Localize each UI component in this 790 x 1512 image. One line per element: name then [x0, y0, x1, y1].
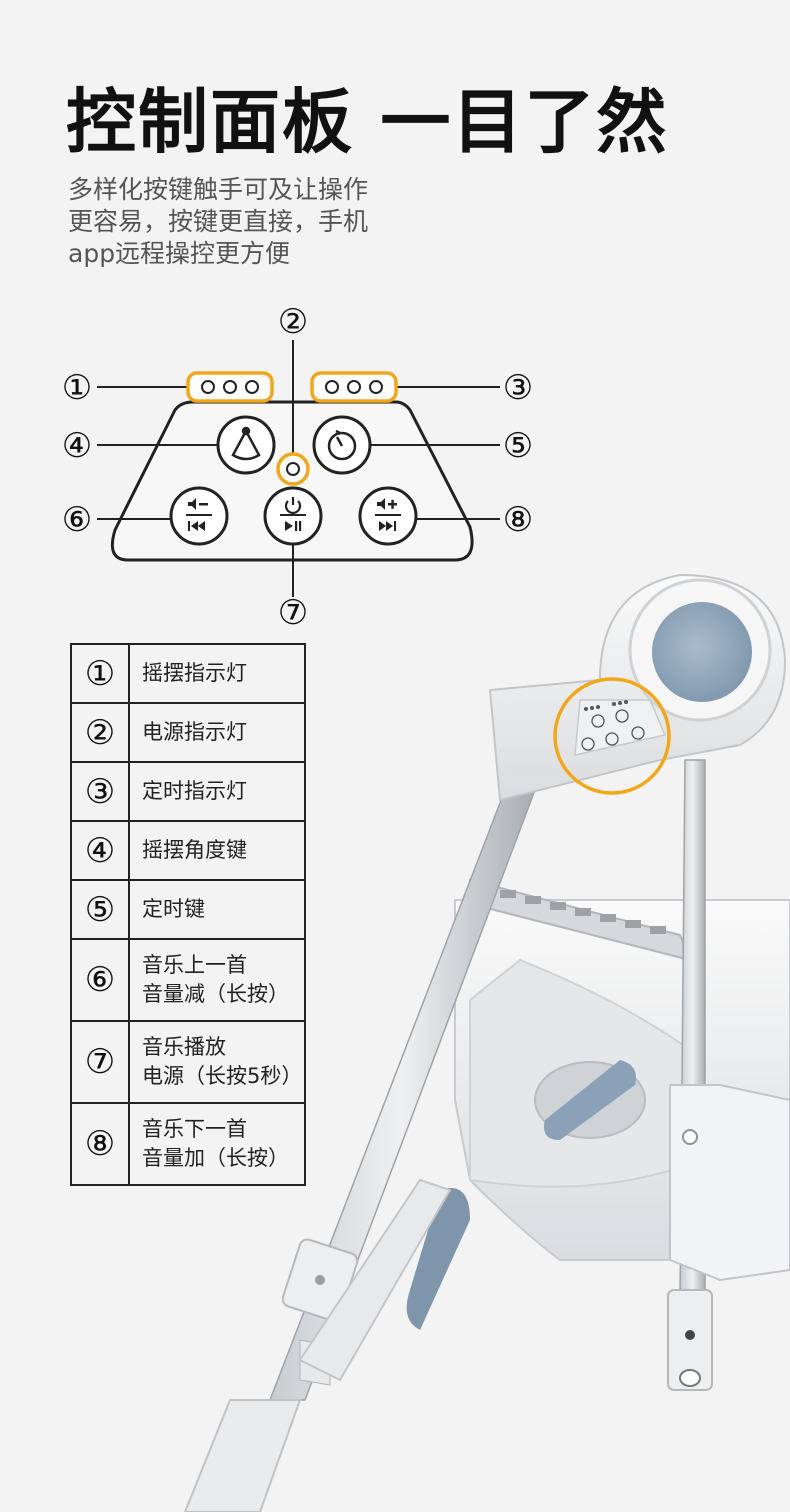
callout-6: ⑥: [62, 500, 92, 540]
panel-face: [574, 699, 667, 756]
power-indicator-light: [286, 462, 300, 476]
legend-number: ⑤: [70, 879, 130, 940]
legend-number: ②: [70, 702, 130, 763]
blue-trim: [544, 1060, 636, 1140]
legend-number: ⑦: [70, 1020, 130, 1104]
legend-number: ③: [70, 761, 130, 822]
rear-bracket: [669, 1084, 790, 1282]
callout-5: ⑤: [503, 426, 533, 466]
callout-3: ③: [503, 368, 533, 408]
legend-number: ④: [70, 820, 130, 881]
callout-1: ①: [62, 368, 92, 408]
timer-icon: [327, 429, 357, 461]
timer-button[interactable]: [312, 415, 372, 475]
blue-cushion-lower: [406, 1188, 470, 1330]
callout-7: ⑦: [278, 593, 308, 633]
swing-angle-button[interactable]: [216, 415, 276, 475]
swing-indicator-light: [245, 380, 259, 394]
subtitle-line: 更容易，按键更直接，手机: [68, 207, 369, 236]
motor-knob: [652, 602, 752, 702]
power-indicator-highlight: [276, 452, 310, 486]
volume-up-next-icon: [375, 498, 401, 531]
power-play-pause-icon: [280, 497, 306, 531]
swing-indicator-light: [201, 380, 215, 394]
subtitle: 多样化按键触手可及让操作 更容易，按键更直接，手机 app远程操控更方便: [68, 174, 408, 270]
swing-indicator-light: [223, 380, 237, 394]
legend-label: 定时键: [128, 879, 306, 940]
legend-row: ③ 定时指示灯: [70, 761, 306, 822]
legend-table: ① 摇摆指示灯 ② 电源指示灯 ③ 定时指示灯 ④ 摇摆角度键 ⑤ 定时键 ⑥ …: [70, 643, 306, 1186]
subtitle-line: app远程操控更方便: [68, 239, 291, 268]
legend-row: ⑧ 音乐下一首音量加（长按）: [70, 1102, 306, 1186]
volume-up-next-button[interactable]: [358, 486, 418, 546]
panel-highlight-circle: [553, 677, 671, 795]
swing-angle-icon: [231, 426, 261, 461]
legend-label: 音乐播放电源（长按5秒）: [128, 1020, 306, 1104]
legend-row: ④ 摇摆角度键: [70, 820, 306, 881]
timer-indicator-light: [347, 380, 361, 394]
legend-row: ⑦ 音乐播放电源（长按5秒）: [70, 1020, 306, 1104]
legend-label: 摇摆角度键: [128, 820, 306, 881]
legend-row: ⑥ 音乐上一首音量减（长按）: [70, 938, 306, 1022]
volume-down-prev-icon: [186, 498, 212, 531]
callout-2: ②: [278, 302, 308, 342]
timer-indicator-light: [369, 380, 383, 394]
control-panel-diagram: ① ② ③ ④ ⑤ ⑥ ⑦ ⑧: [62, 302, 533, 633]
page-title: 控制面板 一目了然: [66, 81, 669, 163]
legend-row: ② 电源指示灯: [70, 702, 306, 763]
legend-row: ⑤ 定时键: [70, 879, 306, 940]
legend-number: ①: [70, 643, 130, 704]
high-chair-illustration: [183, 573, 790, 1512]
legend-label: 音乐上一首音量减（长按）: [128, 938, 306, 1022]
legend-number: ⑥: [70, 938, 130, 1022]
volume-down-prev-button[interactable]: [169, 486, 229, 546]
tube-foot: [183, 1399, 302, 1512]
callout-4: ④: [62, 426, 92, 466]
power-play-pause-button[interactable]: [263, 486, 323, 546]
callout-8: ⑧: [503, 500, 533, 540]
timer-indicator-light: [325, 380, 339, 394]
swing-indicator-highlight: [186, 371, 274, 403]
subtitle-line: 多样化按键触手可及让操作: [68, 175, 369, 204]
legend-row: ① 摇摆指示灯: [70, 643, 306, 704]
legend-label: 定时指示灯: [128, 761, 306, 822]
legend-number: ⑧: [70, 1102, 130, 1186]
legend-label: 摇摆指示灯: [128, 643, 306, 704]
legend-label: 电源指示灯: [128, 702, 306, 763]
timer-indicator-highlight: [310, 371, 398, 403]
legend-label: 音乐下一首音量加（长按）: [128, 1102, 306, 1186]
